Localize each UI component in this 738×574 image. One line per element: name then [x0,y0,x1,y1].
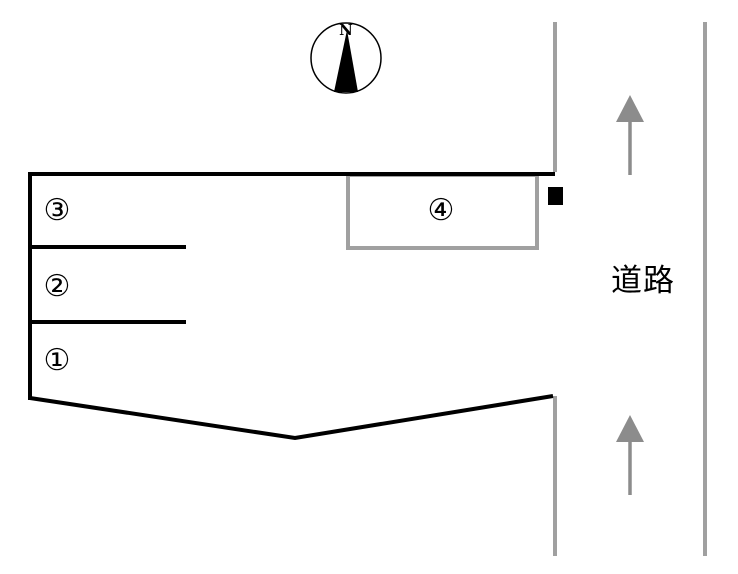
compass-north-label: N [339,21,353,39]
building-outline [28,172,555,441]
zone-divider-lines [30,245,186,324]
compass-needle-north [334,30,358,92]
traffic-arrow-upper [616,95,644,175]
traffic-arrow-lower [616,415,644,495]
traffic-arrow-upper-head [616,95,644,122]
zone-label-3: ③ [43,193,71,228]
zone-label-2: ② [43,269,71,304]
traffic-arrow-lower-head [616,415,644,442]
road-group [553,22,707,556]
zone-label-1: ① [43,343,71,378]
zone-4-rect [346,173,539,250]
building-bottom-edge [29,394,554,441]
road-label: 道路 [611,263,675,299]
zone-label-4: ④ [427,193,455,228]
compass-rose [310,22,382,94]
entrance-marker [548,187,563,205]
